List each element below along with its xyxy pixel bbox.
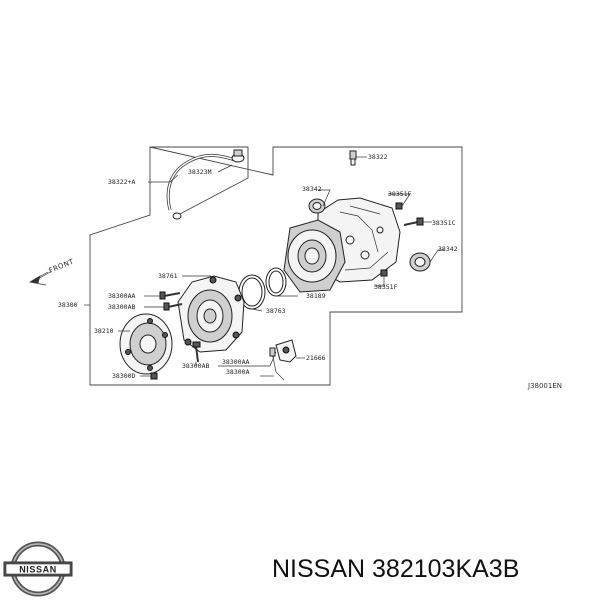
- callout-38300: 38300: [58, 301, 78, 309]
- callout-38300ab-top: 38300AB: [108, 303, 135, 311]
- callout-38322: 38322: [368, 153, 388, 161]
- vent-plug: [349, 150, 357, 166]
- callout-38300d: 38300D: [112, 372, 136, 380]
- leader-lines: [84, 156, 444, 377]
- oil-seal-top: [308, 198, 326, 214]
- callout-38323m: 38323M: [188, 168, 212, 176]
- callout-38351f-top: 38351F: [388, 190, 412, 198]
- diagram-frame: [89, 146, 463, 386]
- drawing-code: J38001EN: [527, 382, 562, 390]
- callout-38761: 38761: [158, 272, 178, 280]
- plug-38351f-top: [395, 202, 403, 210]
- callout-38210: 38210: [94, 327, 114, 335]
- bolt-38351c: [403, 217, 424, 226]
- callout-38300a: 38300A: [226, 368, 250, 376]
- front-label: FRONT: [48, 257, 76, 274]
- callout-38300aa-top: 38300AA: [108, 292, 135, 300]
- part-number-caption: NISSAN 382103KA3B: [272, 555, 520, 583]
- callout-21666: 21666: [306, 354, 326, 362]
- front-direction-arrow: FRONT: [28, 257, 76, 286]
- callout-38342-right: 38342: [438, 245, 458, 253]
- end-cover: [119, 313, 173, 375]
- bolt-38300ab-top: [163, 302, 183, 311]
- callout-38342-top: 38342: [302, 185, 322, 193]
- nissan-logo: NISSAN: [3, 541, 73, 597]
- bolt-38300d: [150, 372, 158, 380]
- svg-text:NISSAN: NISSAN: [19, 565, 57, 575]
- callout-38351c: 38351C: [432, 219, 456, 227]
- hose-subframe: [150, 146, 249, 216]
- callout-38763: 38763: [266, 307, 286, 315]
- bolt-38300ab-bottom: [192, 341, 201, 363]
- plug-38351f-bottom: [380, 269, 388, 277]
- oil-seal-right: [409, 252, 431, 272]
- bracket-21666: [269, 339, 297, 381]
- bolt-38300aa-top: [159, 291, 181, 300]
- coupling-housing: [177, 275, 245, 353]
- callout-38322a: 38322+A: [108, 178, 135, 186]
- shim-rings: [238, 267, 287, 310]
- breather-hose: [166, 149, 245, 220]
- differential-carrier: [283, 197, 401, 293]
- callout-38189: 38189: [306, 292, 326, 300]
- callout-38300ab-bottom: 38300AB: [182, 362, 209, 370]
- callout-38300aa-bottom: 38300AA: [222, 358, 249, 366]
- callout-38351f-bottom: 38351F: [374, 283, 398, 291]
